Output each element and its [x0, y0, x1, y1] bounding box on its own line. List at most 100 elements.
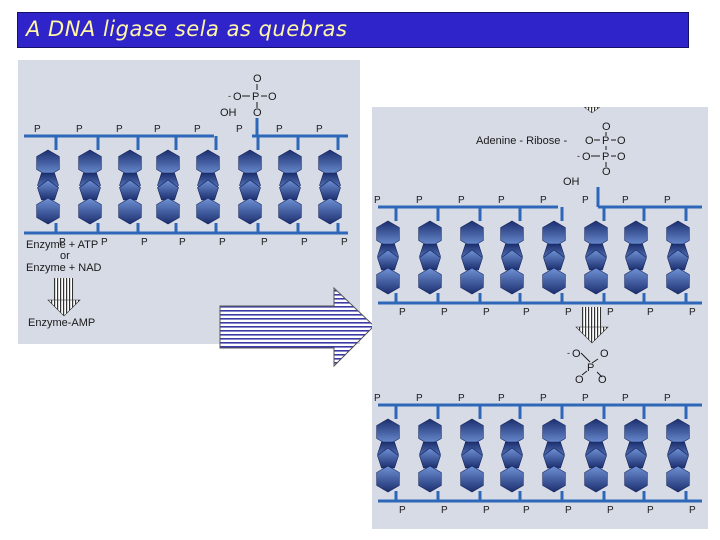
base-hexagon [118, 197, 142, 225]
base-hexagon [36, 197, 60, 225]
base-hexagon [376, 267, 400, 295]
enzyme-atp-label: Enzyme + ATP [26, 239, 98, 251]
base-hexagon [78, 197, 102, 225]
base-hexagon [418, 418, 442, 446]
base-hexagon [460, 465, 484, 493]
phosphate-label: P [101, 237, 108, 248]
base-hexagon [500, 465, 524, 493]
phosphate-label: P [582, 195, 589, 206]
phosphate-label: P [416, 393, 423, 404]
base-hexagon [156, 197, 180, 225]
phosphate-label: P [316, 124, 323, 135]
base-hexagon [156, 149, 180, 177]
phosphate-label: P [76, 124, 83, 135]
phosphate-label: P [622, 195, 629, 206]
base-hexagon [624, 465, 648, 493]
enzyme-text: Enzyme + ATP or Enzyme + NAD [26, 239, 102, 274]
base-hexagon [542, 267, 566, 295]
base-hexagon [542, 220, 566, 248]
base-hexagon [500, 267, 524, 295]
slide-title: A DNA ligase sela as quebras [26, 17, 348, 41]
phosphate-label: P [179, 237, 186, 248]
base-hexagon [584, 267, 608, 295]
phosphate-p: P [252, 91, 259, 103]
base-hexagon [666, 465, 690, 493]
svg-text:O: O [585, 135, 594, 147]
phosphate-label: P [565, 505, 572, 516]
base-hexagon [238, 197, 262, 225]
phosphate-label: P [374, 393, 381, 404]
svg-text:O: O [582, 151, 591, 163]
base-hexagon [118, 149, 142, 177]
base-hexagon [418, 267, 442, 295]
base-hexagon [196, 197, 220, 225]
phosphate-label: P [565, 307, 572, 318]
base-hexagon [624, 418, 648, 446]
base-hexagon [500, 418, 524, 446]
phosphate-label: P [236, 124, 243, 135]
base-hexagon [666, 267, 690, 295]
phosphate-label: P [607, 307, 614, 318]
phosphate-label: P [458, 393, 465, 404]
base-hexagon [624, 267, 648, 295]
phosphate-label: P [116, 124, 123, 135]
arrow-stub-icon [583, 106, 601, 114]
svg-text:P: P [602, 135, 609, 147]
phosphate-label: P [607, 505, 614, 516]
base-hexagon [542, 418, 566, 446]
right-diagram: O Adenine - Ribose - O P O - O P O O OH … [374, 106, 702, 516]
released-phosphate: - O O P O O [567, 348, 609, 386]
base-hexagon [666, 418, 690, 446]
phosphate-label: P [540, 393, 547, 404]
phosphate-label: P [141, 237, 148, 248]
phosphate-o-right: O [268, 91, 277, 103]
down-arrow-icon [575, 307, 609, 344]
base-hexagon [376, 465, 400, 493]
svg-text:-: - [567, 348, 570, 358]
phosphate-label: P [523, 505, 530, 516]
phosphate-o-top: O [253, 73, 262, 85]
phosphate-label: P [441, 307, 448, 318]
phosphate-label: P [498, 393, 505, 404]
base-hexagon [318, 149, 342, 177]
phosphate-label: P [416, 195, 423, 206]
phosphate-label: P [219, 237, 226, 248]
svg-text:O: O [617, 151, 626, 163]
base-hexagon [376, 220, 400, 248]
adenylated-intermediate: O Adenine - Ribose - O P O - O P O O OH [476, 121, 626, 188]
phosphate-group: O - O P O O OH [220, 73, 277, 119]
big-arrow-icon [219, 286, 375, 368]
phosphate-o-bottom: O [253, 107, 262, 119]
base-hexagon [318, 197, 342, 225]
phosphate-label: P [341, 237, 348, 248]
base-hexagon [460, 267, 484, 295]
phosphate-label: P [301, 237, 308, 248]
phosphate-charge: - [228, 91, 231, 101]
base-hexagon [36, 149, 60, 177]
phosphate-label: P [647, 307, 654, 318]
phosphate-o-left: O [233, 91, 242, 103]
base-hexagon [666, 220, 690, 248]
phosphate-label: P [276, 124, 283, 135]
phosphate-label: P [689, 505, 696, 516]
base-hexagon [376, 418, 400, 446]
phosphate-label: P [261, 237, 268, 248]
phosphate-label: P [399, 505, 406, 516]
svg-text:O: O [575, 374, 584, 386]
right-panel: O Adenine - Ribose - O P O - O P O O OH … [372, 106, 708, 529]
svg-text:P: P [587, 362, 594, 374]
phosphate-label: P [647, 505, 654, 516]
title-bar: A DNA ligase sela as quebras [17, 12, 689, 48]
svg-text:O: O [600, 348, 609, 360]
base-hexagon [624, 220, 648, 248]
svg-text:O: O [602, 121, 611, 133]
phosphate-label: P [622, 393, 629, 404]
base-hexagon [460, 220, 484, 248]
svg-text:O: O [617, 135, 626, 147]
phosphate-label: P [483, 505, 490, 516]
phosphate-label: P [194, 124, 201, 135]
